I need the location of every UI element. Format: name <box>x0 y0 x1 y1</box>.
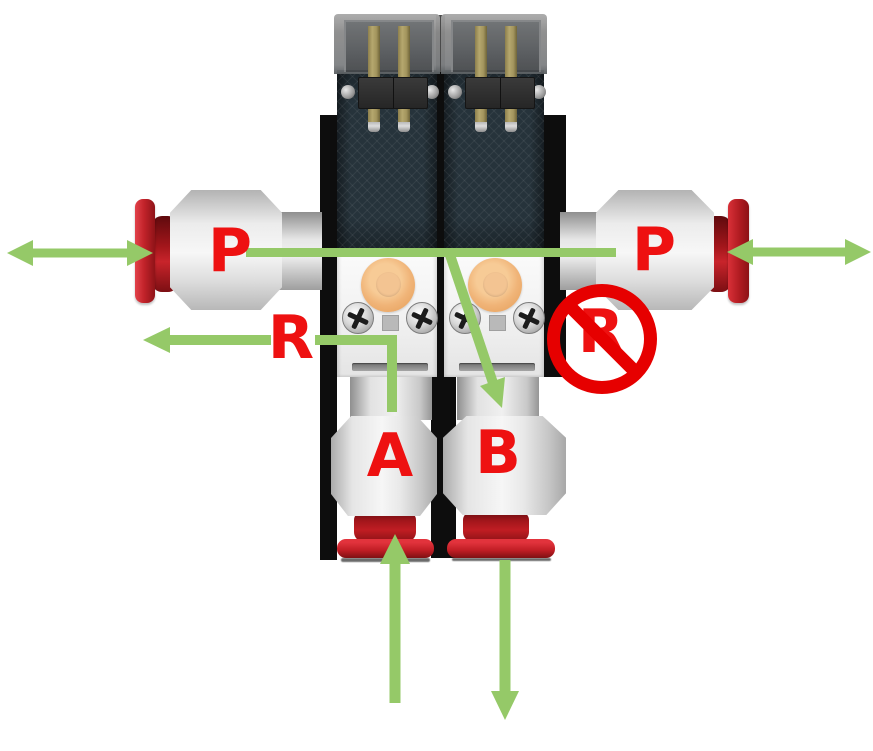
a-to-r-arrowhead <box>143 327 170 353</box>
valve2-bottom-slot <box>459 363 535 371</box>
port-a-release-flange <box>337 539 434 558</box>
valve2-terminal-screw-right <box>532 85 546 99</box>
valve2-terminal-block <box>465 77 535 109</box>
port-label-p-left: P <box>208 216 252 286</box>
valve2-outlet-stem <box>457 377 539 420</box>
valve2-pin-right <box>505 26 517 124</box>
valve2-pin-left <box>475 26 487 124</box>
connector-gap <box>436 15 445 72</box>
valve1-knob-center <box>376 272 401 297</box>
b-outlet-arrow-shaft <box>499 560 511 693</box>
right-fitting-release-flange <box>728 199 749 303</box>
solenoid-valve-2 <box>441 14 547 420</box>
valve2-pin-right-tip <box>505 122 517 132</box>
b-outlet-arrowhead <box>491 691 519 720</box>
valve1-terminal-block <box>358 77 428 109</box>
left-supply-arrowhead-out <box>7 240 33 266</box>
right-supply-arrow-shaft <box>748 247 850 257</box>
valve1-screw-right <box>406 302 438 334</box>
port-label-r: R <box>267 303 315 373</box>
port-label-a: A <box>366 421 414 491</box>
manifold-center-gap <box>436 70 444 377</box>
valve2-screw-left <box>449 302 481 334</box>
port-label-p-right: P <box>632 215 676 285</box>
valve2-connector-recess <box>451 20 541 72</box>
a-inlet-arrow-shaft <box>389 560 401 703</box>
left-fitting-neck <box>277 212 322 290</box>
valve1-connector-recess <box>344 20 434 72</box>
valve2-knob-center <box>483 272 508 297</box>
valve2-screw-right <box>513 302 545 334</box>
solenoid-valve-1 <box>334 14 440 420</box>
valve2-pin-left-tip <box>475 122 487 132</box>
valve1-bottom-slot <box>352 363 428 371</box>
valve1-terminal-screw-right <box>425 85 439 99</box>
port-a-shadow <box>341 558 430 562</box>
valve1-pin-right <box>398 26 410 124</box>
port-b-release-flange <box>447 539 555 558</box>
port-b-shadow <box>452 558 551 561</box>
port-b-hex-body <box>443 416 566 515</box>
valve2-indicator-square <box>489 315 506 331</box>
valve1-screw-left <box>342 302 374 334</box>
valve2-terminal-screw-left <box>448 85 462 99</box>
valve1-connector-housing <box>334 14 440 74</box>
valve1-pin-left <box>368 26 380 124</box>
port-label-b: B <box>475 418 521 488</box>
port-b-collar <box>463 512 529 542</box>
left-fitting-release-flange <box>135 199 155 303</box>
valve2-connector-housing <box>441 14 547 74</box>
right-supply-arrowhead-out <box>845 239 871 265</box>
left-supply-arrow-shaft <box>28 248 132 258</box>
valve1-outlet-stem <box>350 377 432 420</box>
valve1-pin-right-tip <box>398 122 410 132</box>
port-a-hex-body <box>331 416 437 516</box>
valve1-terminal-screw-left <box>341 85 355 99</box>
valve1-indicator-square <box>382 315 399 331</box>
port-a-collar <box>354 512 416 542</box>
valve1-pin-left-tip <box>368 122 380 132</box>
